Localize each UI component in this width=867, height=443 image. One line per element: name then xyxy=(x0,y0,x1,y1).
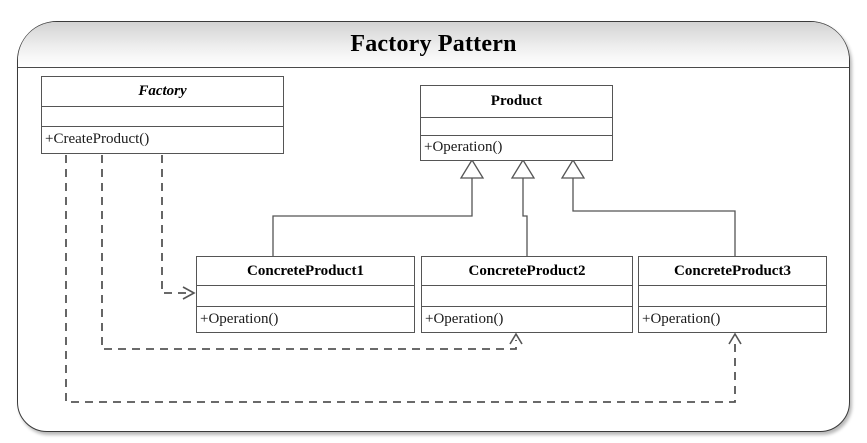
diagram-title: Factory Pattern xyxy=(350,31,517,57)
class-operation-product: +Operation() xyxy=(421,136,612,160)
class-attributes-product xyxy=(421,118,612,136)
class-name-product: Product xyxy=(421,86,612,118)
class-name-concrete-product-2: ConcreteProduct2 xyxy=(422,257,632,286)
pattern-frame-header xyxy=(18,22,849,68)
class-name-concrete-product-1: ConcreteProduct1 xyxy=(197,257,414,286)
class-operation-concrete-product-2: +Operation() xyxy=(422,307,632,332)
class-attributes-concrete-product-2 xyxy=(422,286,632,307)
class-attributes-concrete-product-3 xyxy=(639,286,826,307)
class-operation-concrete-product-1: +Operation() xyxy=(197,307,414,332)
class-box-concrete-product-1[interactable]: ConcreteProduct1 +Operation() xyxy=(196,256,415,333)
class-name-concrete-product-3: ConcreteProduct3 xyxy=(639,257,826,286)
class-operation-concrete-product-3: +Operation() xyxy=(639,307,826,332)
class-name-factory: Factory xyxy=(42,77,283,107)
class-box-concrete-product-2[interactable]: ConcreteProduct2 +Operation() xyxy=(421,256,633,333)
class-attributes-factory xyxy=(42,107,283,127)
class-box-concrete-product-3[interactable]: ConcreteProduct3 +Operation() xyxy=(638,256,827,333)
class-box-product[interactable]: Product +Operation() xyxy=(420,85,613,161)
class-attributes-concrete-product-1 xyxy=(197,286,414,307)
class-box-factory[interactable]: Factory +CreateProduct() xyxy=(41,76,284,154)
class-operation-factory: +CreateProduct() xyxy=(42,127,283,153)
